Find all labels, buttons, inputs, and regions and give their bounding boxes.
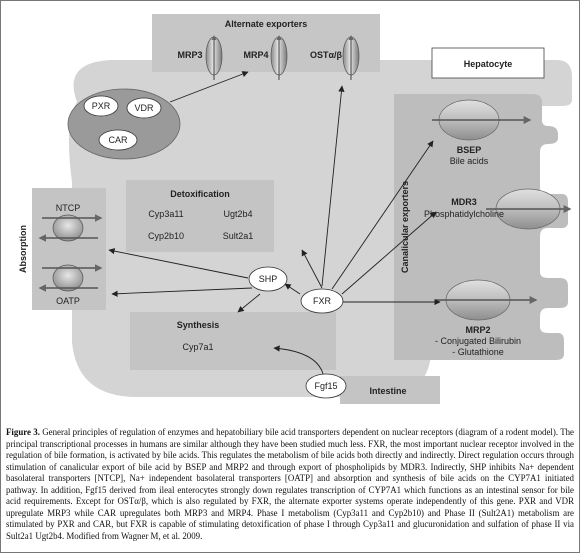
alternate-exporters-band	[152, 14, 380, 72]
fgf15-node	[305, 373, 347, 399]
pxr-label: PXR	[92, 101, 111, 111]
hepatocyte-label: Hepatocyte	[464, 59, 513, 69]
ost-transporter	[342, 35, 360, 80]
ntcp-transporter	[38, 214, 103, 242]
absorption-title: Absorption	[18, 225, 28, 273]
vdr-oval	[126, 97, 162, 119]
cyp7a1-label: Cyp7a1	[182, 342, 213, 352]
canalicular-region	[394, 94, 568, 360]
vdr-label: VDR	[134, 103, 154, 113]
mrp2-substrate-1: - Conjugated Bilirubin	[435, 336, 521, 346]
mrp2-label: MRP2	[465, 325, 490, 335]
pxr-oval	[83, 95, 119, 117]
car-oval	[98, 129, 138, 151]
cyp2b10-label: Cyp2b10	[148, 231, 184, 241]
oatp-transporter	[38, 264, 103, 292]
shp-label: SHP	[259, 274, 278, 284]
diagram: Alternate exporters MRP3 MRP4 OSTα/β Hep…	[18, 14, 572, 404]
canalicular-title: Canalicular exporters	[400, 181, 410, 273]
synthesis-box	[130, 312, 336, 370]
alternate-exporters-title: Alternate exporters	[225, 19, 308, 29]
bsep-label: BSEP	[457, 145, 482, 155]
ugt2b4-label: Ugt2b4	[223, 209, 252, 219]
sult2a1-label: Sult2a1	[223, 231, 254, 241]
detoxification-box	[126, 180, 274, 252]
intestine-label: Intestine	[369, 386, 406, 396]
caption-label: Figure 3.	[6, 427, 40, 437]
shp-node	[248, 266, 288, 292]
fxr-node	[300, 288, 344, 314]
mrp3-transporter	[205, 35, 223, 80]
mrp4-label: MRP4	[243, 50, 268, 60]
caption-text: General principles of regulation of enzy…	[6, 427, 574, 541]
fxr-label: FXR	[313, 296, 332, 306]
mrp3-label: MRP3	[177, 50, 202, 60]
ost-label: OSTα/β	[310, 50, 343, 60]
mdr3-label: MDR3	[451, 197, 477, 207]
figure-caption: Figure 3. General principles of regulati…	[6, 427, 574, 542]
oatp-label: OATP	[56, 296, 80, 306]
mdr3-substrate: Phosphatidylcholine	[424, 209, 504, 219]
fgf15-label: Fgf15	[314, 381, 337, 391]
hepatocyte-box	[431, 47, 545, 79]
synthesis-title: Synthesis	[177, 320, 220, 330]
ntcp-label: NTCP	[56, 203, 81, 213]
mrp2-substrate-2: - Glutathione	[452, 347, 504, 357]
cyp3a11-label: Cyp3a11	[148, 209, 183, 219]
intestine-box	[340, 376, 440, 404]
car-label: CAR	[108, 135, 128, 145]
detoxification-title: Detoxification	[170, 189, 230, 199]
mrp4-transporter	[270, 35, 288, 80]
bsep-substrate: Bile acids	[450, 156, 489, 166]
